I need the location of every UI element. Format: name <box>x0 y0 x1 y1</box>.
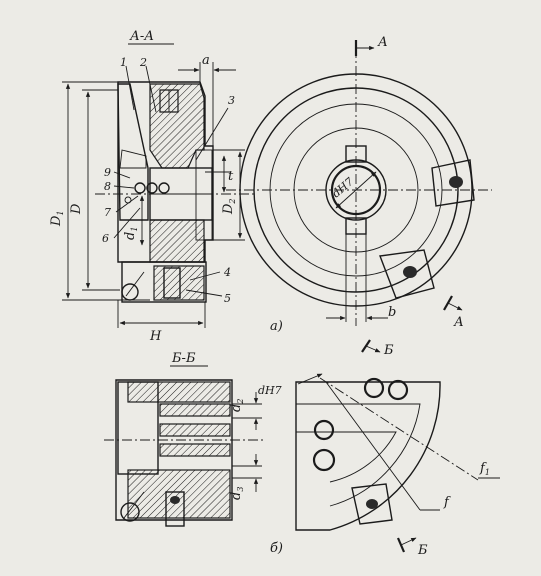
lower-plate-section <box>127 469 231 519</box>
section-bb-view <box>104 365 266 527</box>
dim-d1-label: d1 <box>123 227 139 240</box>
part-2-label: 2 <box>139 56 147 69</box>
dim-dH7-partial-label: dH7 <box>258 384 282 397</box>
part-5-label: 5 <box>224 292 231 305</box>
dim-d2-label: d2 <box>229 399 245 412</box>
dim-D2-label: D2 <box>221 198 237 215</box>
dim-t-label: t <box>228 169 234 184</box>
dim-f-label: f <box>443 495 451 510</box>
part-9-label: 9 <box>104 166 111 179</box>
section-mark-b-bottom: Б <box>417 543 428 558</box>
section-mark-a-bottom: А <box>453 315 464 330</box>
dim-D-label: D <box>69 203 84 215</box>
front-view <box>226 40 492 326</box>
part-6-label: 6 <box>102 232 109 245</box>
dim-D1-label: D1 <box>49 210 65 227</box>
dim-a-label: a <box>202 53 210 68</box>
section-mark-b-top: Б <box>383 343 394 358</box>
section-mark-a-top: А <box>377 35 388 50</box>
lower-clamp <box>153 265 205 301</box>
section-aa-view <box>62 43 255 328</box>
dim-d3-label: d3 <box>229 487 245 500</box>
part-4-label: 4 <box>223 266 231 279</box>
part-8-label: 8 <box>104 180 111 193</box>
part-7-label: 7 <box>104 206 111 219</box>
subfigure-b-label: б) <box>270 541 283 556</box>
part-3-label: 3 <box>228 94 235 107</box>
part-1-label: 1 <box>120 56 127 69</box>
upper-plate-section <box>127 381 231 403</box>
partial-front-view <box>295 339 500 553</box>
dim-f1-label: f1 <box>479 461 490 477</box>
subfigure-a-label: а) <box>270 319 283 334</box>
section-bb-title: Б-Б <box>171 351 196 366</box>
section-aa-title: А-А <box>129 29 154 44</box>
dim-b-label: b <box>388 305 396 320</box>
dim-H-label: H <box>149 329 162 344</box>
